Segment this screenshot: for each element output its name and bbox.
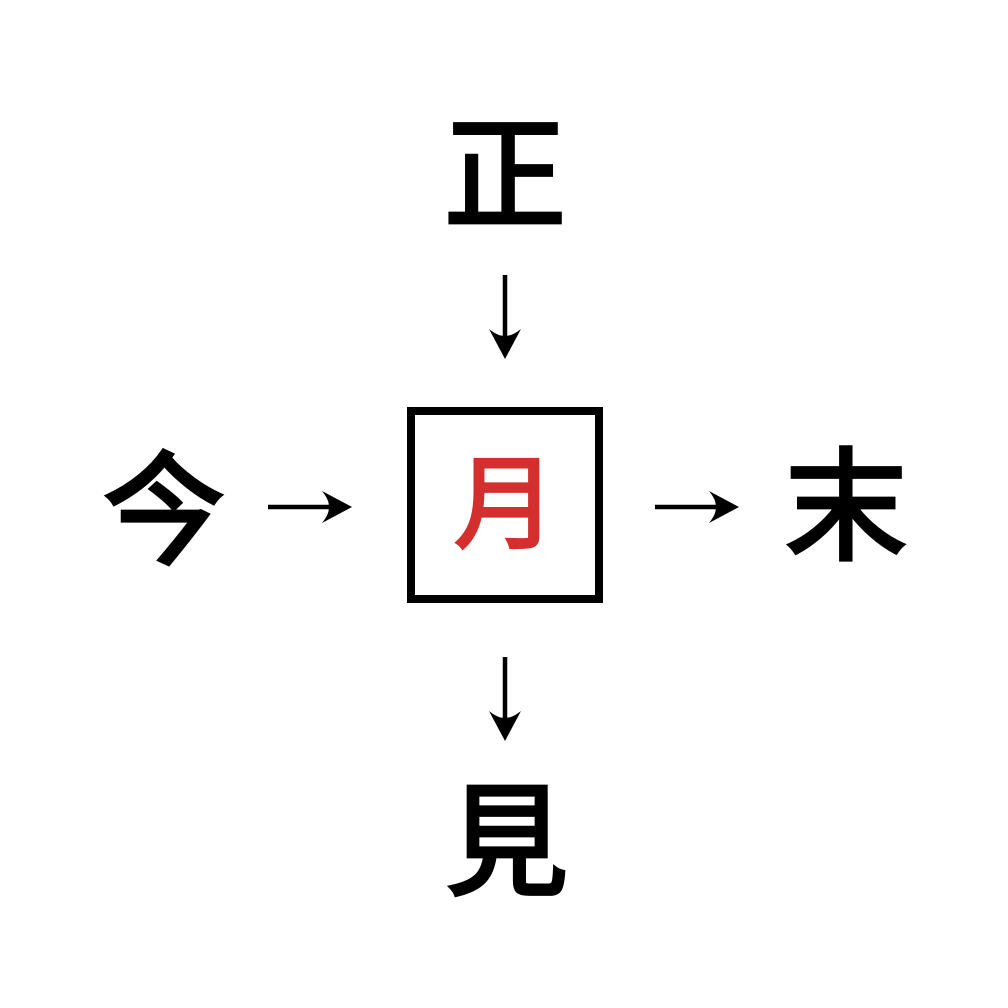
arrow-down-icon [485,654,525,744]
answer-box: 月 [407,407,603,603]
arrow-right-icon [265,487,355,527]
kanji-left: 今 [103,444,225,580]
kanji-center-answer: 月 [454,448,556,562]
arrow-down-icon [485,272,525,362]
kanji-top: 正 [444,108,566,244]
kanji-bottom: 見 [446,775,568,911]
arrow-right-icon [652,487,742,527]
kanji-right: 末 [785,440,907,576]
